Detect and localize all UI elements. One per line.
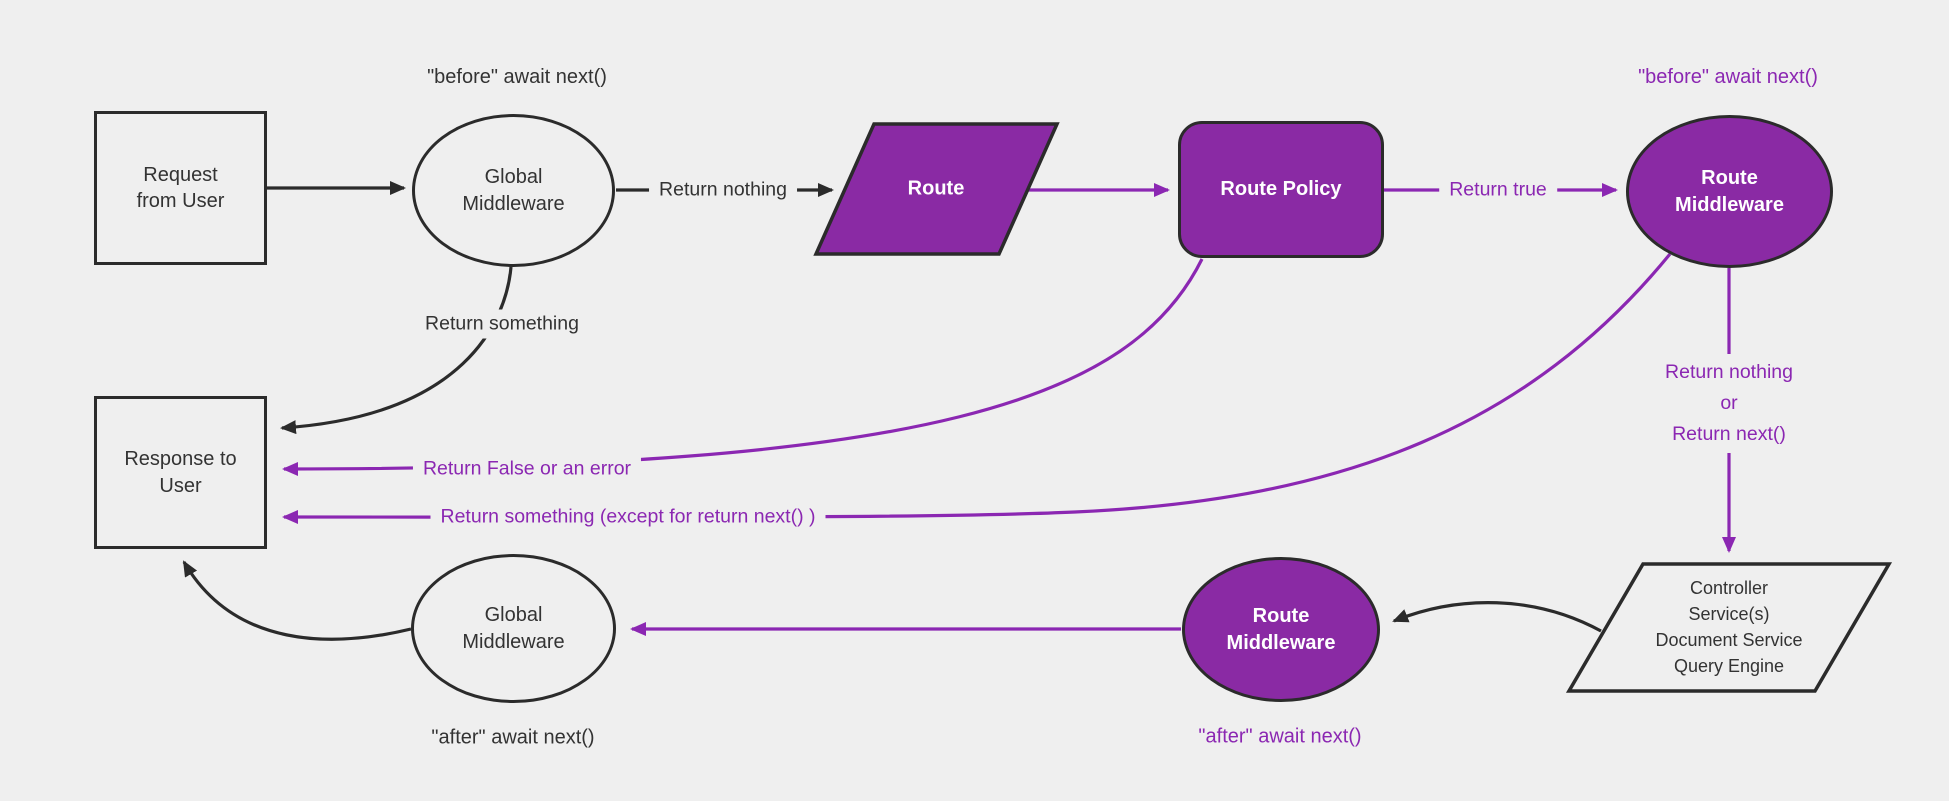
route-policy-node: Route Policy — [1178, 121, 1384, 258]
services-node-shape — [1565, 562, 1893, 693]
request-from-user-label: Request from User — [136, 163, 225, 212]
label-before-await-next-route: "before" await next() — [1638, 66, 1818, 88]
edge-services-to-route-mw-bottom — [1392, 601, 1602, 633]
services-line-services: Service(s) — [1688, 604, 1770, 624]
label-return-something-except: Return something (except for return next… — [430, 502, 826, 532]
services-node-label: Controller Service(s) Document Service Q… — [1655, 575, 1802, 679]
services-line-query-engine: Query Engine — [1673, 656, 1785, 676]
response-to-user-label: Response to User — [124, 448, 237, 497]
request-from-user-node: Request from User — [94, 111, 267, 265]
label-return-true: Return true — [1439, 175, 1557, 205]
route-node-shape — [813, 122, 1060, 256]
response-to-user-node: Response to User — [94, 396, 267, 549]
services-line-controller: Controller — [1689, 578, 1769, 598]
label-after-await-next-global: "after" await next() — [431, 726, 595, 749]
label-return-something: Return something — [415, 309, 589, 339]
label-return-nothing-or-next-line2: or — [1720, 392, 1738, 414]
label-return-nothing-or-next: Return nothing or Return next() — [1655, 354, 1803, 453]
global-middleware-bottom-label: Global Middleware — [462, 604, 565, 653]
label-return-false-or-error: Return False or an error — [412, 454, 642, 484]
label-return-nothing-or-next-line3: Return next() — [1672, 423, 1786, 445]
global-middleware-bottom-node: Global Middleware — [411, 554, 616, 703]
route-middleware-bottom-label: Route Middleware — [1226, 605, 1336, 654]
label-before-await-next-global: "before" await next() — [427, 66, 607, 88]
edge-route-policy-return-false — [282, 258, 1204, 476]
edge-global-mw-return-something — [280, 266, 513, 435]
global-middleware-top-node: Global Middleware — [412, 114, 615, 267]
edge-global-mw-bottom-to-response — [182, 560, 412, 641]
route-middleware-bottom-node: Route Middleware — [1182, 557, 1380, 702]
services-line-document-service: Document Service — [1655, 630, 1803, 650]
route-middleware-top-node: Route Middleware — [1626, 115, 1833, 268]
label-return-nothing-top: Return nothing — [649, 175, 797, 205]
label-after-await-next-route: "after" await next() — [1198, 725, 1362, 748]
route-policy-label: Route Policy — [1220, 178, 1342, 201]
route-middleware-top-label: Route Middleware — [1675, 167, 1784, 216]
route-node-label: Route — [907, 177, 965, 200]
global-middleware-top-label: Global Middleware — [462, 166, 565, 215]
label-return-nothing-or-next-line1: Return nothing — [1665, 361, 1793, 383]
